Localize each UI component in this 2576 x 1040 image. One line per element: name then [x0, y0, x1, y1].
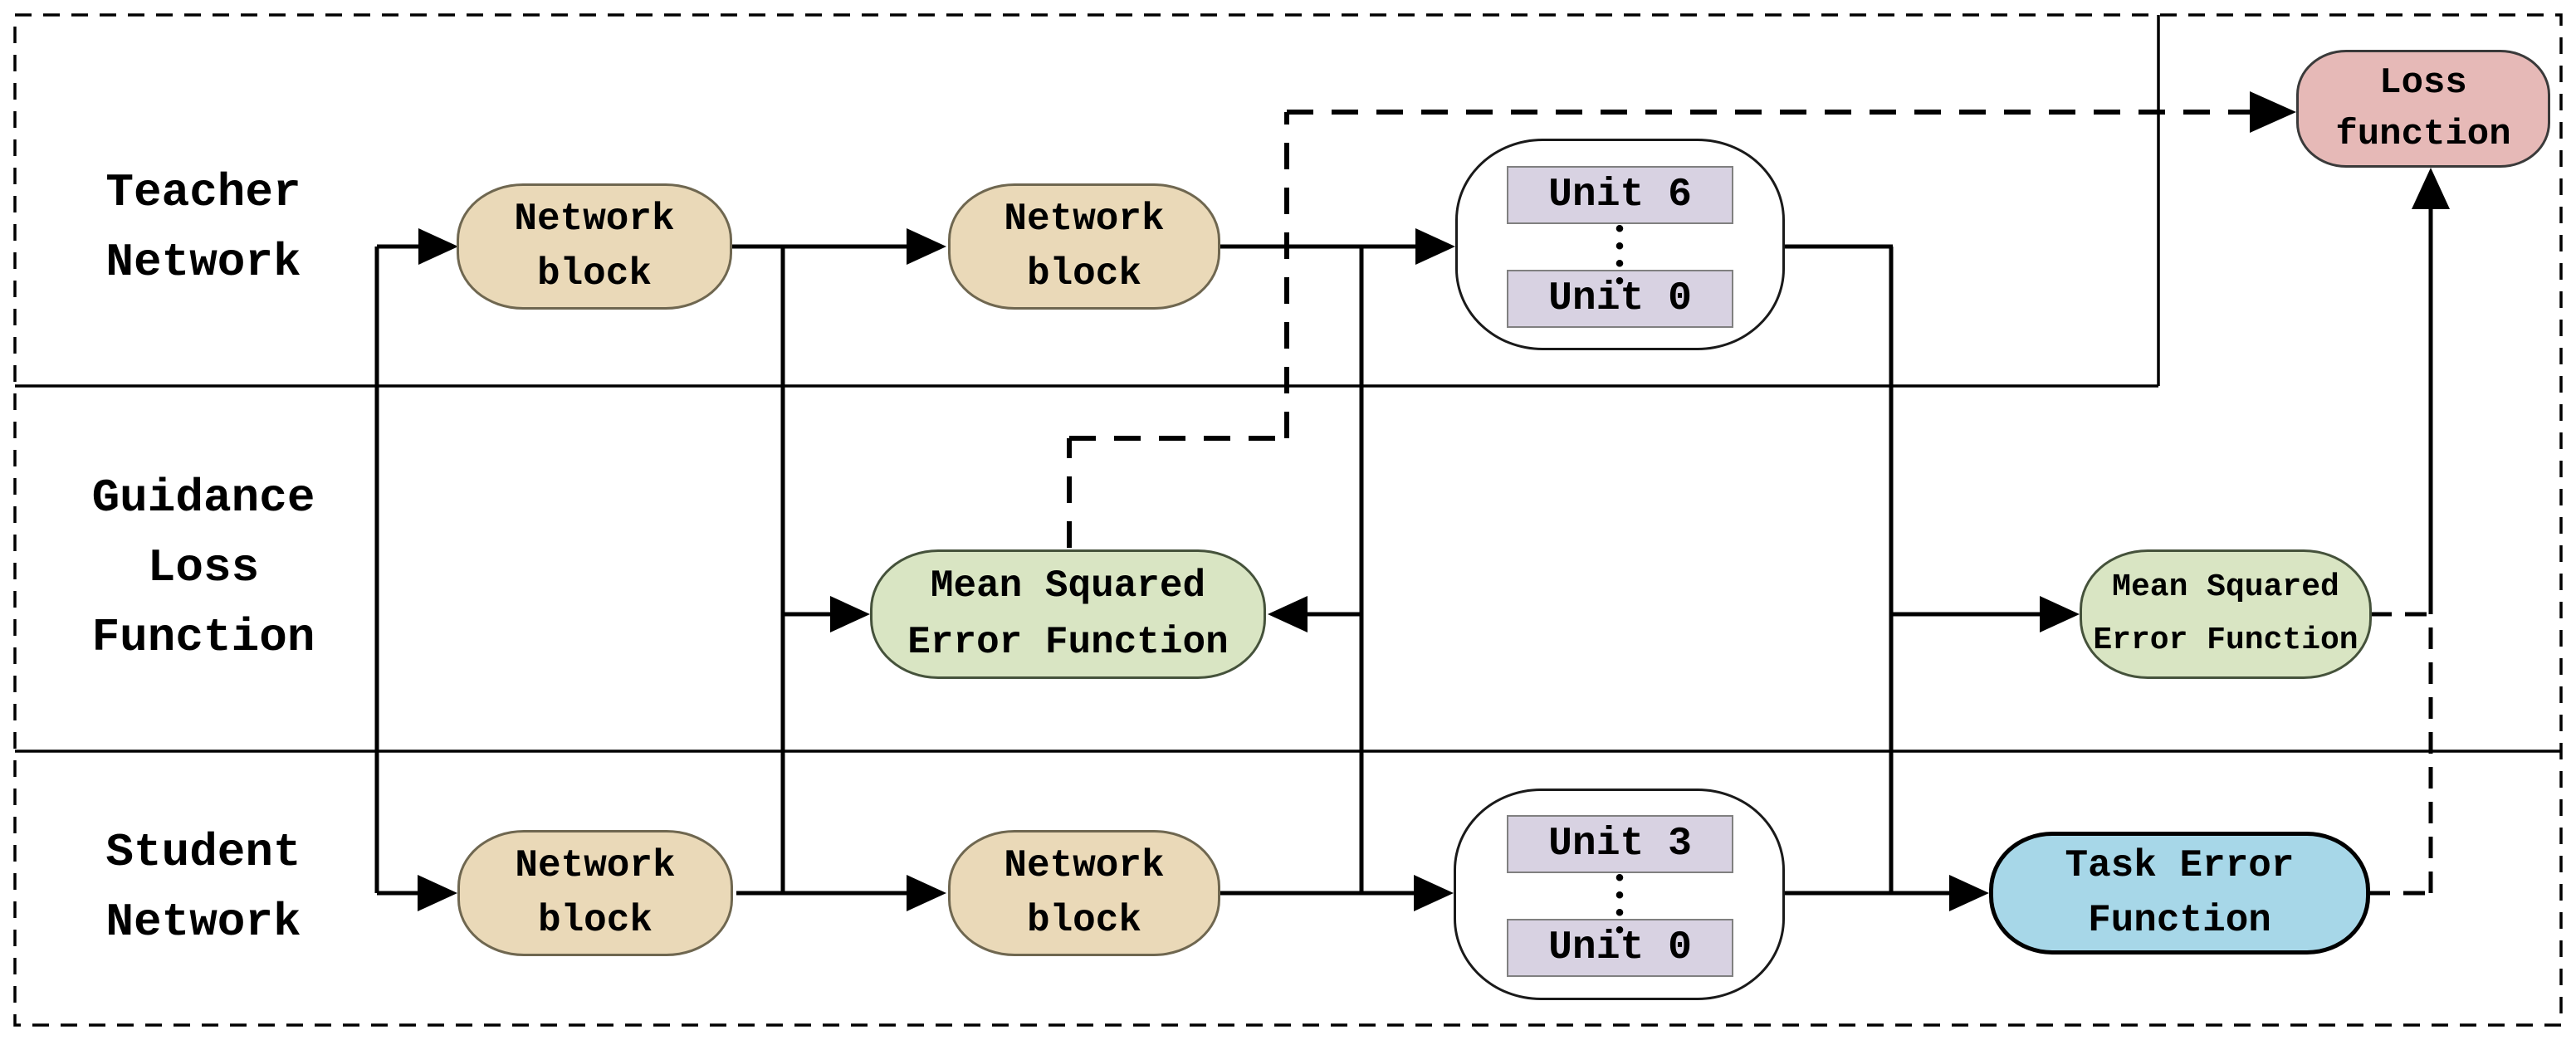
- teacher-row-label: Teacher Network: [105, 166, 301, 289]
- student-row-label: Student Network: [105, 826, 301, 949]
- mse-function-left: Mean Squared Error Function: [870, 549, 1266, 679]
- student-unit-top: Unit 3: [1507, 815, 1733, 873]
- student-unit-bottom: Unit 0: [1507, 919, 1733, 977]
- guidance-loss-dashed-path: [1067, 110, 2251, 548]
- teacher-unit-bottom: Unit 0: [1507, 270, 1733, 328]
- mse-function-right: Mean Squared Error Function: [2080, 549, 2372, 679]
- teacher-network-block-2: Network block: [948, 183, 1220, 310]
- task-error-function: Task Error Function: [1989, 832, 2370, 955]
- loss-function: Loss function: [2296, 50, 2550, 168]
- student-network-block-1: Network block: [457, 830, 733, 956]
- arrowheads: [418, 91, 2450, 911]
- teacher-unit-ellipsis-icon: • • • •: [1611, 217, 1627, 297]
- figure-dashed-border: [13, 13, 2563, 1027]
- teacher-network-block-1: Network block: [457, 183, 732, 310]
- guidance-row-label: Guidance Loss Function: [91, 471, 315, 664]
- teacher-unit-top: Unit 6: [1507, 166, 1733, 224]
- loss-combine-dashed-path: [2368, 612, 2433, 896]
- student-network-block-2: Network block: [948, 830, 1220, 956]
- student-unit-ellipsis-icon: • • • •: [1611, 866, 1627, 946]
- row-divider-lines: [15, 15, 2561, 753]
- signal-wires: [374, 208, 2433, 896]
